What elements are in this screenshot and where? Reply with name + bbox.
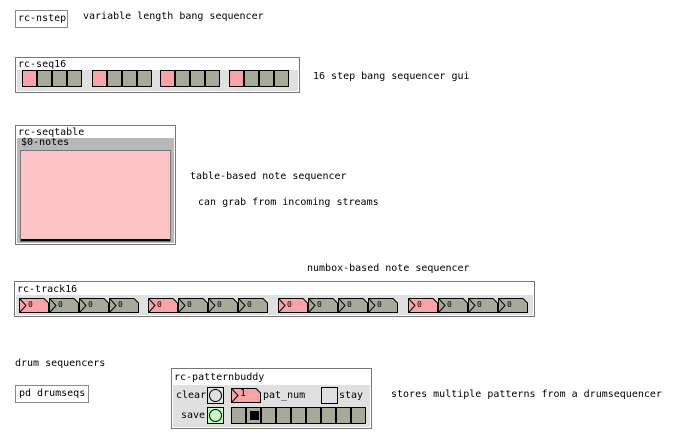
rc-seqtable-object: rc-seqtable $0-notes: [15, 125, 176, 245]
rc-track16-object: rc-track16 0 0 0 0 0 0 0 0 0 0 0 0 0 0 0 0: [14, 281, 535, 317]
clear-label: clear: [176, 390, 207, 401]
comment-nstep: variable length bang sequencer: [83, 11, 264, 22]
numbox-value: 0: [187, 300, 192, 309]
array-name: $0-notes: [21, 137, 70, 148]
array-values-line: [21, 239, 170, 241]
seq16-step-9[interactable]: [160, 70, 175, 87]
numbox-value: 0: [507, 300, 512, 309]
track16-numbox-11[interactable]: 0: [338, 298, 368, 313]
pattern-step-8[interactable]: [336, 407, 351, 424]
comment-drums: drum sequencers: [15, 358, 106, 369]
subpatch-label: pd drumseqs: [19, 388, 86, 399]
track16-numbox-3[interactable]: 0: [79, 298, 109, 313]
pat-num-label: pat_num: [263, 390, 306, 401]
numbox-value: 0: [88, 300, 93, 309]
comment-patternbuddy: stores multiple patterns from a drumsequ…: [391, 389, 662, 400]
patternbuddy-label: rc-patternbuddy: [174, 372, 265, 383]
stay-toggle[interactable]: [321, 387, 338, 404]
track16-numbox-9[interactable]: 0: [278, 298, 308, 313]
pattern-step-9[interactable]: [351, 407, 366, 424]
pattern-step-1[interactable]: [231, 407, 246, 424]
track16-numbox-7[interactable]: 0: [208, 298, 238, 313]
pattern-step-2[interactable]: [246, 407, 261, 424]
rc-nstep-label: rc-nstep: [18, 13, 67, 24]
clear-bang[interactable]: [207, 387, 224, 404]
numbox-value: 0: [287, 300, 292, 309]
seq16-step-3[interactable]: [52, 70, 67, 87]
seq16-step-4[interactable]: [67, 70, 82, 87]
note-array[interactable]: [20, 150, 171, 242]
seq16-band: [17, 70, 298, 91]
numbox-value: 0: [317, 300, 322, 309]
bang-circle-icon: [209, 389, 222, 402]
pattern-step-5[interactable]: [291, 407, 306, 424]
current-step-marker: [250, 411, 259, 420]
rc-patternbuddy-object: rc-patternbuddy clear 1 pat_num stay sav…: [171, 368, 372, 429]
track16-numbox-2[interactable]: 0: [49, 298, 79, 313]
numbox-value: 0: [417, 300, 422, 309]
seq16-step-16[interactable]: [274, 70, 289, 87]
comment-seqtable-1: table-based note sequencer: [190, 171, 347, 182]
comment-seqtable-2: can grab from incoming streams: [198, 197, 379, 208]
pat-num-value: 1: [240, 388, 247, 399]
track16-numbox-14[interactable]: 0: [438, 298, 468, 313]
seq16-step-12[interactable]: [205, 70, 220, 87]
array-graph: $0-notes: [17, 137, 174, 243]
track16-numbox-12[interactable]: 0: [368, 298, 398, 313]
numbox-value: 0: [247, 300, 252, 309]
seq16-step-14[interactable]: [244, 70, 259, 87]
seq16-step-2[interactable]: [37, 70, 52, 87]
track16-numbox-5[interactable]: 0: [148, 298, 178, 313]
track16-band: [16, 295, 533, 315]
pattern-step-4[interactable]: [276, 407, 291, 424]
seq16-step-10[interactable]: [175, 70, 190, 87]
track16-numbox-15[interactable]: 0: [468, 298, 498, 313]
numbox-value: 0: [157, 300, 162, 309]
numbox-value: 0: [347, 300, 352, 309]
seq16-step-1[interactable]: [22, 70, 37, 87]
stay-label: stay: [339, 390, 364, 401]
seq16-step-5[interactable]: [92, 70, 107, 87]
track16-numbox-1[interactable]: 0: [19, 298, 49, 313]
numbox-value: 0: [377, 300, 382, 309]
rc-seq16-object: rc-seq16: [15, 57, 300, 93]
seq16-step-15[interactable]: [259, 70, 274, 87]
pattern-step-7[interactable]: [321, 407, 336, 424]
comment-seq16: 16 step bang sequencer gui: [313, 71, 470, 82]
track16-numbox-13[interactable]: 0: [408, 298, 438, 313]
track16-numbox-8[interactable]: 0: [238, 298, 268, 313]
seq16-step-7[interactable]: [122, 70, 137, 87]
save-label: save: [181, 410, 206, 421]
pat-num-numbox[interactable]: 1: [231, 388, 261, 403]
pd-drumseqs-subpatch[interactable]: pd drumseqs: [15, 385, 89, 403]
rc-seq16-label: rc-seq16: [18, 59, 67, 70]
seq16-step-6[interactable]: [107, 70, 122, 87]
pattern-step-3[interactable]: [261, 407, 276, 424]
rc-nstep-object[interactable]: rc-nstep: [15, 10, 68, 28]
track16-numbox-6[interactable]: 0: [178, 298, 208, 313]
numbox-value: 0: [58, 300, 63, 309]
track16-numbox-16[interactable]: 0: [498, 298, 528, 313]
seq16-step-8[interactable]: [137, 70, 152, 87]
seq16-step-11[interactable]: [190, 70, 205, 87]
save-bang[interactable]: [207, 407, 224, 424]
numbox-value: 0: [447, 300, 452, 309]
rc-track16-label: rc-track16: [17, 284, 78, 295]
numbox-value: 0: [28, 300, 33, 309]
numbox-value: 0: [118, 300, 123, 309]
track16-numbox-10[interactable]: 0: [308, 298, 338, 313]
track16-numbox-4[interactable]: 0: [109, 298, 139, 313]
rc-seqtable-label: rc-seqtable: [18, 127, 85, 138]
pattern-step-6[interactable]: [306, 407, 321, 424]
numbox-value: 0: [477, 300, 482, 309]
bang-circle-icon: [209, 409, 222, 422]
seq16-step-13[interactable]: [229, 70, 244, 87]
numbox-value: 0: [217, 300, 222, 309]
comment-track16: numbox-based note sequencer: [307, 263, 470, 274]
